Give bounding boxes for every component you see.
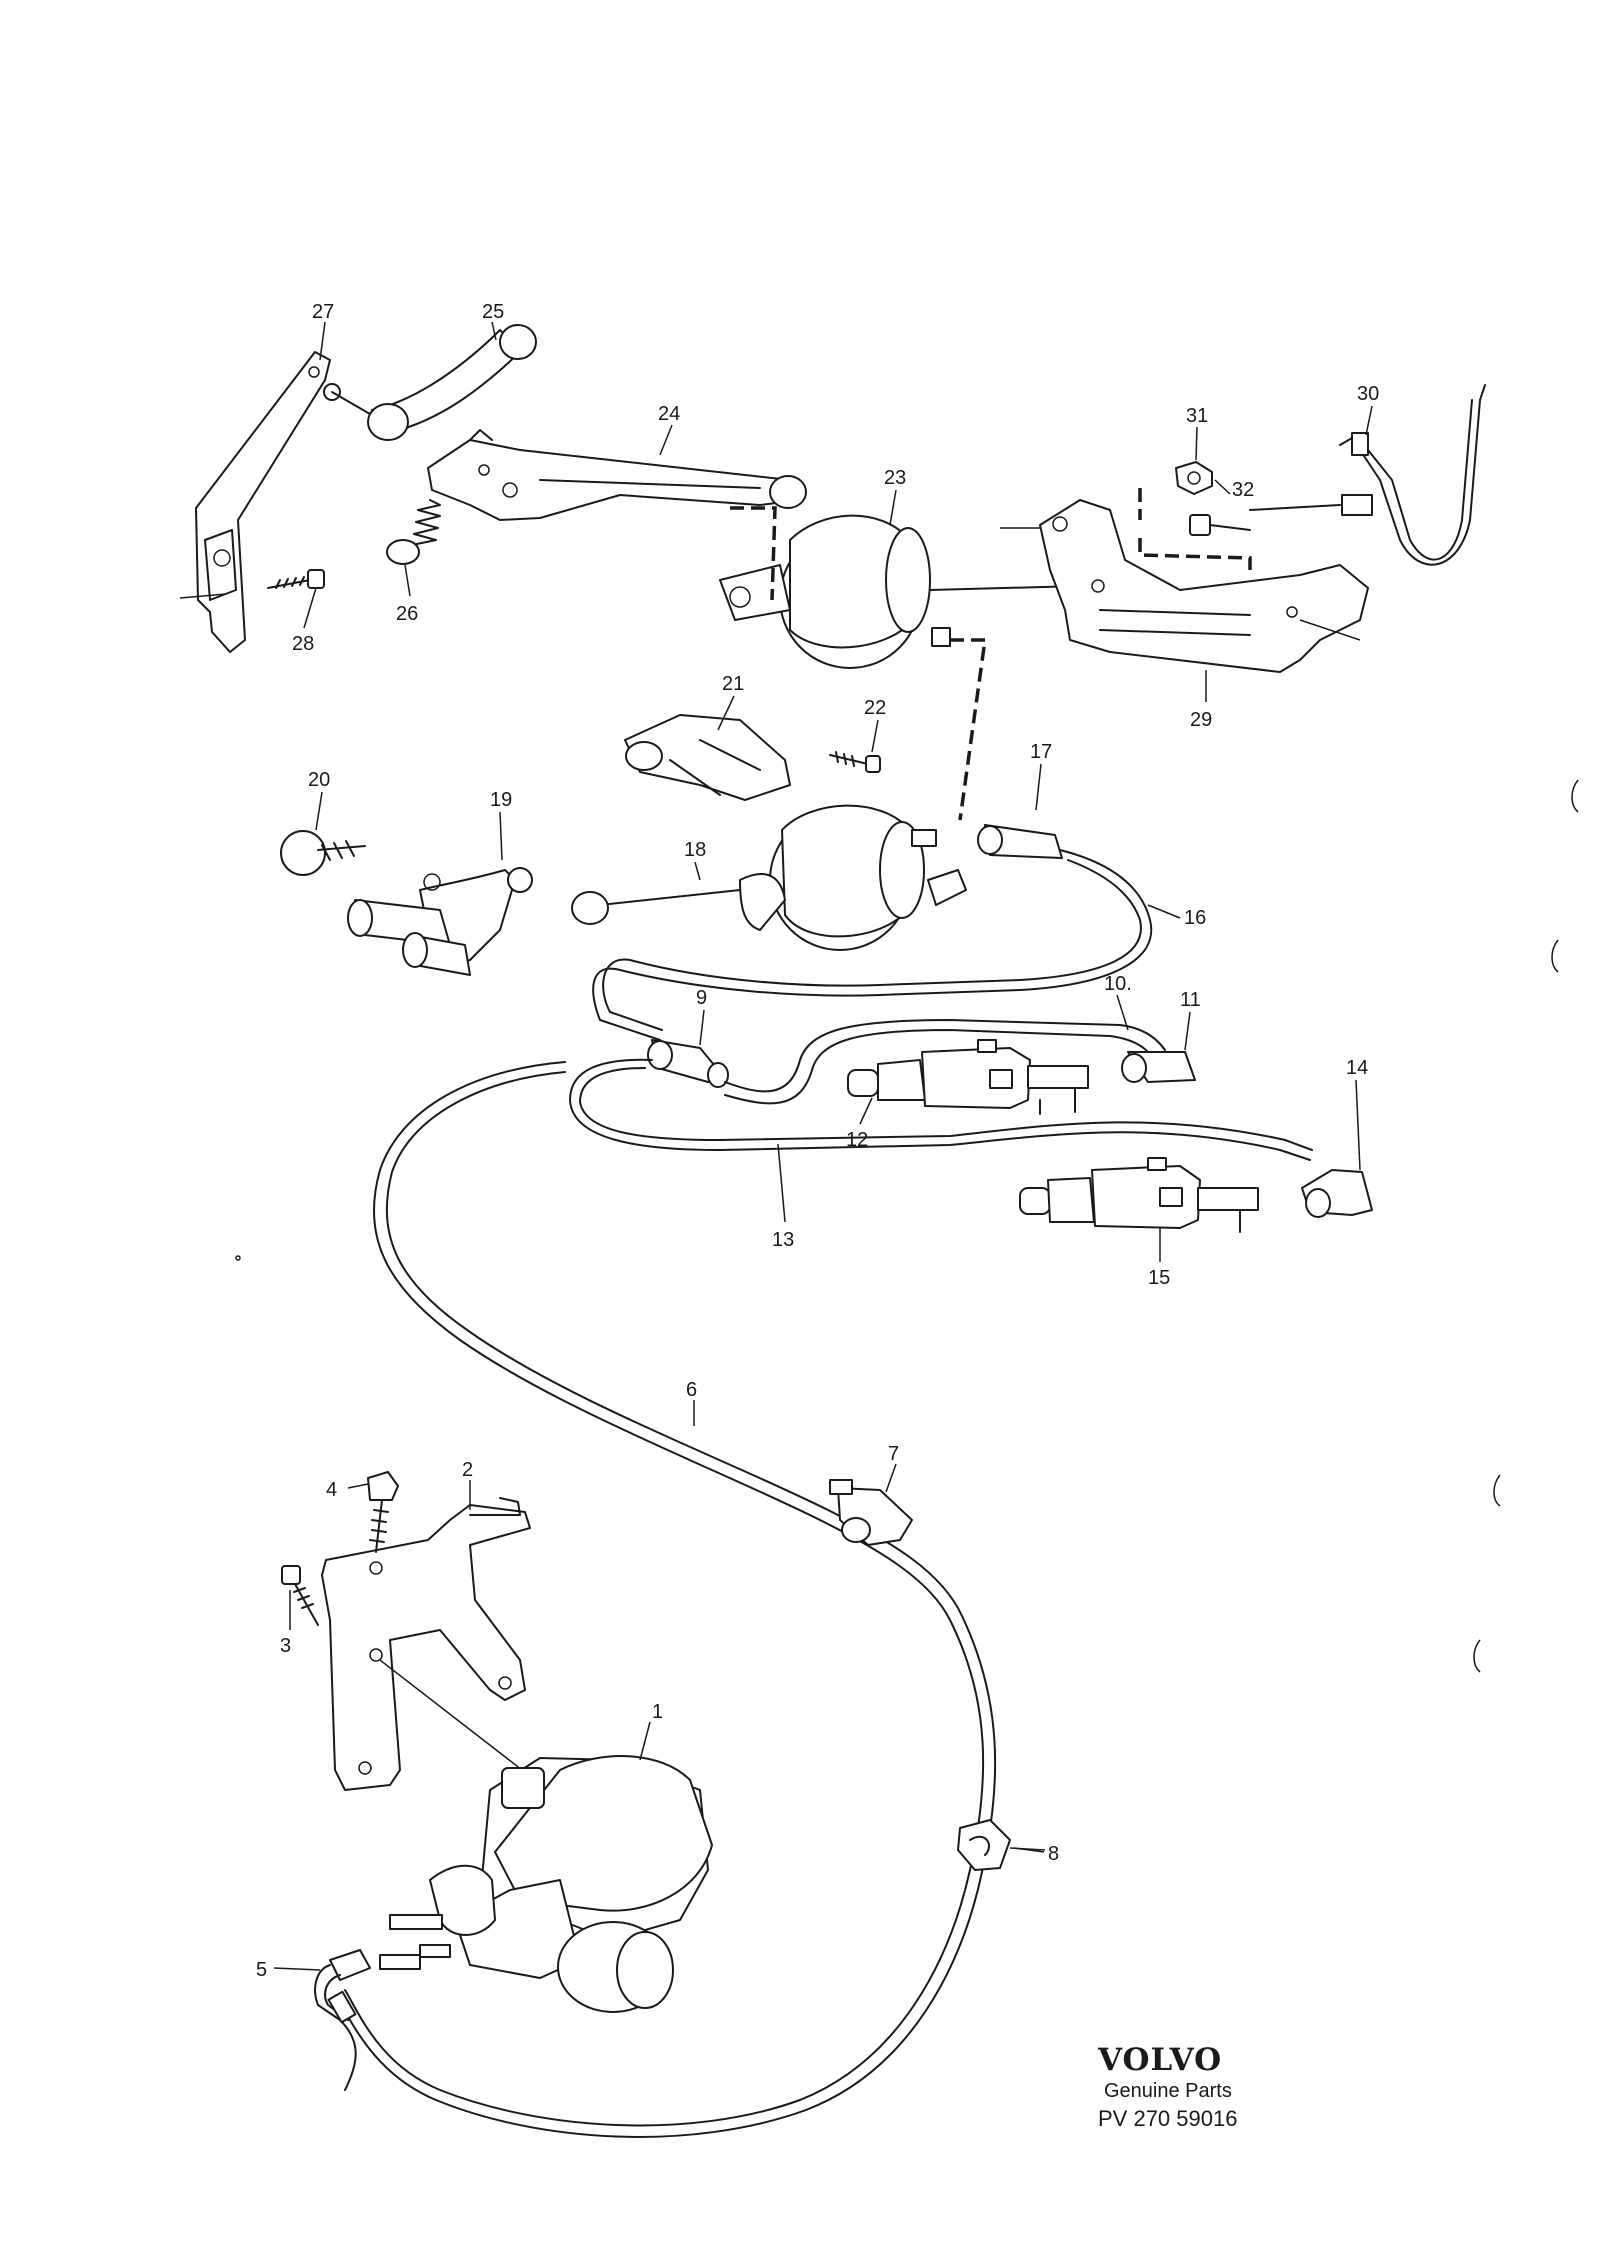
- callout-30: 30: [1357, 383, 1379, 405]
- part-29-mounting-plate: [1000, 499, 1369, 673]
- part-17-hose-end: [977, 824, 1063, 859]
- part-10-hose: [724, 1019, 1166, 1105]
- part-27-bracket: [179, 351, 331, 653]
- callout-17: 17: [1030, 741, 1052, 763]
- callout-13: 13: [772, 1229, 794, 1251]
- part-5-hose-elbow: [314, 1964, 357, 2091]
- part-21-bracket: [624, 714, 791, 801]
- callout-10: 10.: [1104, 973, 1132, 995]
- callout-25: 25: [482, 301, 504, 323]
- part-11-hose-end: [1121, 1051, 1196, 1083]
- callout-5: 5: [256, 1959, 267, 1981]
- part-19-roller-bracket: [347, 867, 533, 976]
- part-32-screw: [1189, 514, 1251, 536]
- brand-tagline: Genuine Parts: [1104, 2080, 1232, 2102]
- callout-14: 14: [1346, 1057, 1368, 1079]
- part-13-hose: [569, 1058, 1313, 1161]
- part-22-screw: [829, 751, 881, 773]
- callout-12: 12: [846, 1129, 868, 1151]
- part-15-switch: [1019, 1157, 1259, 1233]
- part-9-t-connector: [647, 1039, 729, 1088]
- margin-marks: [235, 779, 1579, 1673]
- part-18-actuator-assembly: [571, 804, 967, 951]
- part-14-hose-end: [1301, 1169, 1373, 1218]
- part-4-bolt: [367, 1471, 399, 1553]
- part-7-clip: [829, 1479, 913, 1546]
- callout-28: 28: [292, 633, 314, 655]
- part-3-screw: [281, 1565, 319, 1626]
- callout-16: 16: [1184, 907, 1206, 929]
- part-24-lever: [427, 429, 807, 521]
- part-2-bracket: [321, 1497, 536, 1791]
- callout-23: 23: [884, 467, 906, 489]
- callout-22: 22: [864, 697, 886, 719]
- part-16-vacuum-hose: [592, 849, 1153, 1041]
- part-1-washer-pump: [329, 1755, 713, 2013]
- volvo-brand-block: VOLVO Genuine Parts PV 270 59016: [1097, 2042, 1237, 2131]
- linkage-dashes: [730, 488, 1252, 821]
- part-6-main-hose: [335, 1061, 997, 2138]
- callout-18: 18: [684, 839, 706, 861]
- part-30-hose-clip: [1249, 384, 1486, 566]
- callout-1: 1: [652, 1701, 663, 1723]
- callout-8: 8: [1048, 1843, 1059, 1865]
- callout-29: 29: [1190, 709, 1212, 731]
- callout-11: 11: [1180, 989, 1201, 1011]
- callout-labels: 27 25 30 31 24 32 23 28 26 29 21 22 20 1…: [256, 301, 1379, 1981]
- callout-21: 21: [722, 673, 744, 695]
- part-26-adjuster-screw: [386, 499, 441, 565]
- callout-6: 6: [686, 1379, 697, 1401]
- callout-31: 31: [1186, 405, 1208, 427]
- callout-26: 26: [396, 603, 418, 625]
- part-20-adjuster: [280, 830, 366, 876]
- callout-3: 3: [280, 1635, 291, 1657]
- callout-32: 32: [1232, 479, 1254, 501]
- brand-logo: VOLVO: [1097, 2042, 1222, 2078]
- part-12-brake-switch: [847, 1039, 1089, 1115]
- part-23-vacuum-unit: [719, 514, 1081, 669]
- callout-4: 4: [326, 1479, 337, 1501]
- callout-7: 7: [888, 1443, 899, 1465]
- part-8-clip: [957, 1819, 1046, 1871]
- callout-27: 27: [312, 301, 334, 323]
- callout-9: 9: [696, 987, 707, 1009]
- part-reference: PV 270 59016: [1098, 2106, 1237, 2131]
- leader-lines: [273, 321, 1373, 1971]
- part-25-link-arm: [323, 324, 537, 441]
- part-28-screw: [267, 569, 325, 589]
- callout-20: 20: [308, 769, 330, 791]
- callout-2: 2: [462, 1459, 473, 1481]
- callout-15: 15: [1148, 1267, 1170, 1289]
- callout-24: 24: [658, 403, 680, 425]
- callout-19: 19: [490, 789, 512, 811]
- part-31-nut: [1175, 461, 1213, 495]
